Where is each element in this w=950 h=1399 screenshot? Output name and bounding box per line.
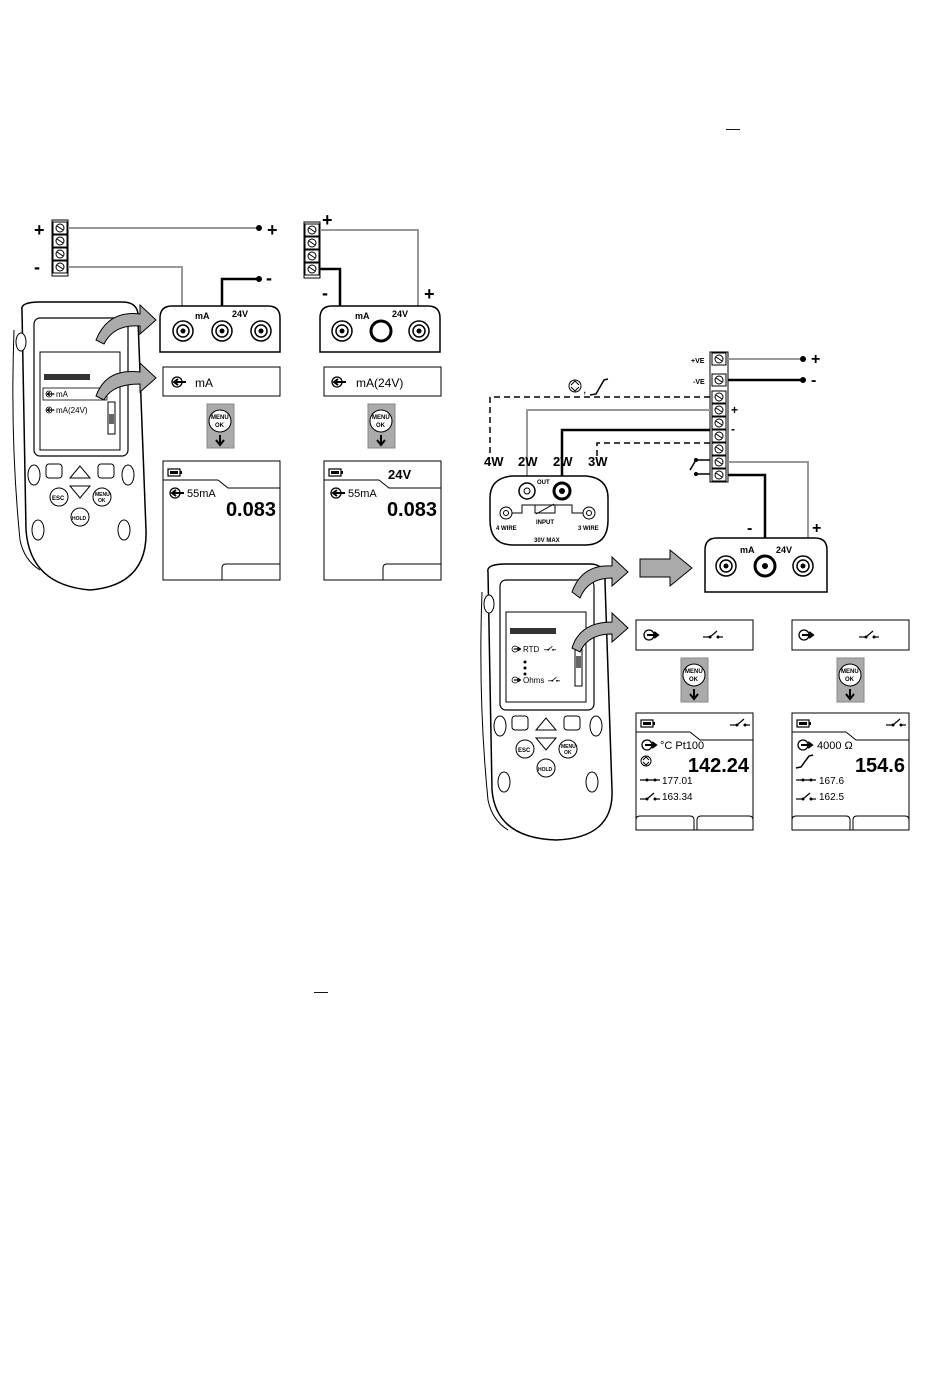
wire-end-dot <box>256 276 262 282</box>
module-input-label: INPUT <box>536 520 554 526</box>
display-sub1: 177.01 <box>662 776 693 787</box>
panel-ma-label: mA <box>195 311 210 321</box>
ok-key: OK <box>98 498 106 504</box>
wire-2w-b <box>562 430 710 478</box>
esc-key: ESC <box>518 748 531 754</box>
connector-panel-b: mA 24V <box>320 306 440 352</box>
pve-label: +VE <box>691 358 705 365</box>
ramp-icon <box>590 379 608 395</box>
menu-label: MENU <box>841 669 859 675</box>
display-sub2: 162.5 <box>819 792 844 803</box>
panel-ma-label: mA <box>740 545 755 555</box>
sign-minus-b: - <box>266 268 272 288</box>
display-label: 55mA <box>348 488 377 500</box>
overbar-mark: — <box>726 120 740 136</box>
sign-plus-d: + <box>424 284 435 304</box>
wire-end-dot <box>800 356 806 362</box>
handheld-device-left: mA mA(24V) ESC MENU OK HOLD <box>13 302 146 590</box>
device-menu-item-ma: mA <box>56 390 69 399</box>
device-menu-item-ohms: Ohms <box>523 676 544 685</box>
esc-key: ESC <box>52 496 65 502</box>
term-plus-label: + <box>731 403 738 417</box>
module-3wire-label: 3 WIRE <box>578 526 599 532</box>
display-header-24v: 24V <box>388 467 411 482</box>
display-value: 154.6 <box>855 755 905 777</box>
select-label-ma: mA <box>195 376 213 390</box>
terminal-block-right <box>710 352 728 482</box>
display-screen-ma: 55mA 0.083 <box>163 461 280 580</box>
menu-label: MENU <box>372 415 390 421</box>
module-max-label: 30V MAX <box>534 538 560 544</box>
sign-minus-a: - <box>34 257 40 277</box>
menu-ok-button-c: MENU OK <box>681 658 708 702</box>
ok-label: OK <box>689 677 699 683</box>
sign-plus-b: + <box>267 220 278 240</box>
sign-plus-a: + <box>34 220 45 240</box>
menu-label: MENU <box>685 669 703 675</box>
wire-4w <box>490 397 710 456</box>
device-menu-item-ma24v: mA(24V) <box>56 406 88 415</box>
module-4wire-label: 4 WIRE <box>496 526 517 532</box>
svg-text:,: , <box>583 382 586 396</box>
term-minus-label: - <box>731 422 735 436</box>
display-value: 142.24 <box>688 755 750 777</box>
up-down-icon: , <box>569 380 586 396</box>
wire-label-2w: 2W <box>553 454 573 469</box>
panel-24v-label: 24V <box>232 309 248 319</box>
sign-minus: - <box>811 372 816 389</box>
overbar-mark: — <box>314 983 328 999</box>
select-label-ma24v: mA(24V) <box>356 376 403 390</box>
display-value: 0.083 <box>226 499 276 521</box>
panel-24v-label: 24V <box>776 545 792 555</box>
menu-ok-button-b: MENU OK <box>368 404 395 448</box>
ok-label: OK <box>376 423 386 429</box>
menu-ok-button-a: MENU OK <box>207 404 234 448</box>
wire-label-4w: 4W <box>484 454 504 469</box>
panel-ma-label: mA <box>355 311 370 321</box>
display-screen-ma24v: 24V 55mA 0.083 <box>324 461 441 580</box>
display-sub1: 167.6 <box>819 776 844 787</box>
wire-3w <box>597 443 710 456</box>
pointer-arrow <box>640 550 692 586</box>
connector-panel-right: mA 24V <box>705 538 827 592</box>
terminal-strip-a <box>52 220 68 276</box>
panel-24v-label: 24V <box>392 309 408 319</box>
terminal-strip-b <box>304 222 320 278</box>
ok-key: OK <box>564 750 572 756</box>
panel-minus: - <box>747 520 752 537</box>
hold-key: HOLD <box>538 767 553 773</box>
display-value: 0.083 <box>387 499 437 521</box>
device-menu-item-rtd: RTD <box>523 645 540 654</box>
switch-symbol <box>690 458 710 476</box>
rtd-module: OUT INPUT 4 WIRE 3 WIRE 30V MAX <box>490 476 608 545</box>
handheld-device-right: RTD Ohms ESC MENU OK HOLD <box>481 564 612 840</box>
sign-minus-c: - <box>322 283 328 303</box>
display-label: 55mA <box>187 488 216 500</box>
menu-ok-button-d: MENU OK <box>837 658 864 702</box>
sign-plus-c: + <box>322 210 333 230</box>
wire-end-dot <box>800 377 806 383</box>
ok-label: OK <box>215 423 225 429</box>
module-out-label: OUT <box>537 480 550 486</box>
ok-label: OK <box>845 677 855 683</box>
connector-panel-a: mA 24V <box>160 306 280 352</box>
display-screen-rtd: °C Pt100 142.24 177.01 163.34 <box>636 713 753 830</box>
display-label: 4000 Ω <box>817 740 853 752</box>
menu-label: MENU <box>211 415 229 421</box>
display-label: °C Pt100 <box>660 740 704 752</box>
display-screen-ohms: 4000 Ω 154.6 167.6 162.5 <box>792 713 909 830</box>
sign-plus: + <box>811 351 820 368</box>
up-down-icon <box>641 756 651 766</box>
nve-label: -VE <box>693 379 705 386</box>
wire-label-2w: 2W <box>518 454 538 469</box>
panel-plus: + <box>812 520 821 537</box>
display-sub2: 163.34 <box>662 792 693 803</box>
wire-label-3w: 3W <box>588 454 608 469</box>
hold-key: HOLD <box>72 516 87 522</box>
wire-end-dot <box>256 225 262 231</box>
